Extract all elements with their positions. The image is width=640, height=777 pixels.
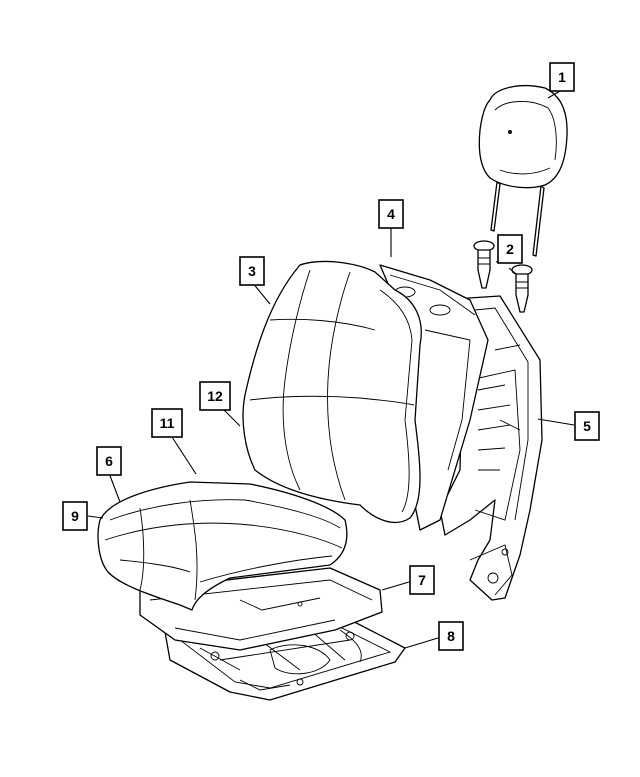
svg-text:8: 8 xyxy=(447,628,455,644)
callout-1: 1 xyxy=(549,62,575,92)
svg-text:2: 2 xyxy=(506,241,514,257)
svg-text:6: 6 xyxy=(105,453,113,469)
callout-5: 5 xyxy=(574,411,600,441)
callout-9: 9 xyxy=(62,501,88,531)
headrest-guide-sleeves xyxy=(473,240,533,313)
svg-text:5: 5 xyxy=(583,418,591,434)
svg-text:4: 4 xyxy=(387,206,395,222)
svg-text:7: 7 xyxy=(418,572,426,588)
seat-back-cushion xyxy=(242,260,422,523)
callout-3: 3 xyxy=(239,256,265,286)
svg-text:11: 11 xyxy=(160,415,175,431)
callout-4: 4 xyxy=(378,199,404,229)
callout-11: 11 xyxy=(151,408,183,438)
callout-2: 2 xyxy=(497,234,523,264)
leader-lines xyxy=(87,90,575,649)
callout-12: 12 xyxy=(199,381,231,411)
svg-text:9: 9 xyxy=(71,508,79,524)
svg-text:3: 3 xyxy=(248,263,256,279)
svg-text:1: 1 xyxy=(558,69,566,85)
seat-cushion-cover xyxy=(97,481,348,611)
callout-6: 6 xyxy=(96,446,122,476)
svg-text:12: 12 xyxy=(207,388,223,404)
callout-7: 7 xyxy=(409,565,435,595)
callout-8: 8 xyxy=(438,621,464,651)
headrest xyxy=(478,85,568,257)
